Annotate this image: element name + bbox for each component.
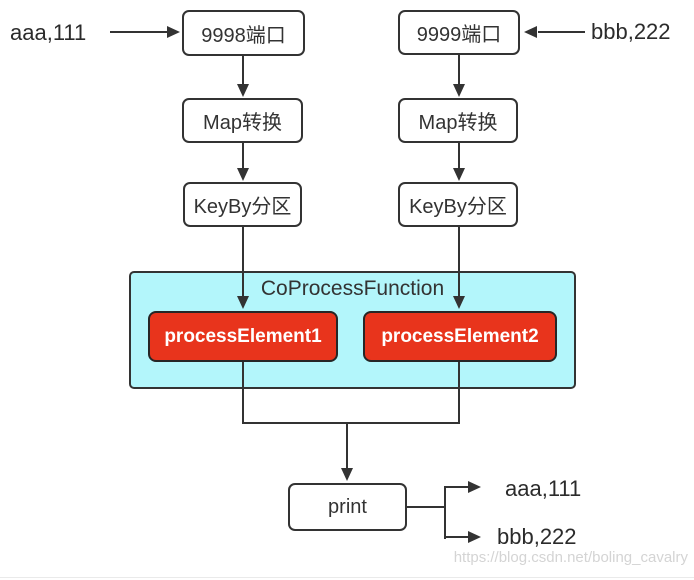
edge-map-right-to-keyby <box>458 143 460 169</box>
edge-print-to-fork <box>407 506 446 508</box>
edge-merge-to-print <box>346 424 348 469</box>
arrowhead-keyby-left-to-process1 <box>237 296 249 309</box>
edge-process1-to-merge <box>242 362 244 424</box>
edge-merge-horizontal <box>242 422 460 424</box>
coprocess-function-title: CoProcessFunction <box>260 277 445 300</box>
arrowhead-output-top <box>468 481 481 493</box>
input-label-bbb: bbb,222 <box>591 19 671 44</box>
bottom-divider-line <box>0 577 694 578</box>
node-process-element-1: processElement1 <box>148 311 338 362</box>
node-map-left: Map转换 <box>182 98 303 143</box>
node-keyby-right: KeyBy分区 <box>398 182 518 227</box>
arrowhead-port-left-to-map <box>237 84 249 97</box>
edge-fork-vertical <box>444 487 446 539</box>
edge-input-right <box>538 31 585 33</box>
edge-port-left-to-map <box>242 56 244 85</box>
edge-fork-bottom <box>444 536 468 538</box>
edge-process2-to-merge <box>458 362 460 424</box>
node-map-right: Map转换 <box>398 98 518 143</box>
node-keyby-left: KeyBy分区 <box>183 182 302 227</box>
arrowhead-keyby-right-to-process2 <box>453 296 465 309</box>
node-port-9998: 9998端口 <box>182 10 305 56</box>
arrowhead-input-right <box>524 26 537 38</box>
output-label-aaa: aaa,111 <box>505 476 582 501</box>
output-label-bbb: bbb,222 <box>497 524 577 549</box>
arrowhead-merge-to-print <box>341 468 353 481</box>
arrowhead-input-left <box>167 26 180 38</box>
arrowhead-map-right-to-keyby <box>453 168 465 181</box>
arrowhead-map-left-to-keyby <box>237 168 249 181</box>
arrowhead-output-bottom <box>468 531 481 543</box>
edge-keyby-left-to-process1 <box>242 227 244 297</box>
edge-input-left <box>110 31 168 33</box>
node-print: print <box>288 483 407 531</box>
input-label-aaa: aaa,111 <box>10 20 87 45</box>
edge-keyby-right-to-process2 <box>458 226 460 297</box>
watermark-url: https://blog.csdn.net/boling_cavalry <box>453 549 688 566</box>
arrowhead-port-right-to-map <box>453 84 465 97</box>
edge-port-right-to-map <box>458 55 460 85</box>
edge-fork-top <box>444 486 468 488</box>
node-port-9999: 9999端口 <box>398 10 520 55</box>
edge-map-left-to-keyby <box>242 143 244 169</box>
node-process-element-2: processElement2 <box>363 311 557 362</box>
